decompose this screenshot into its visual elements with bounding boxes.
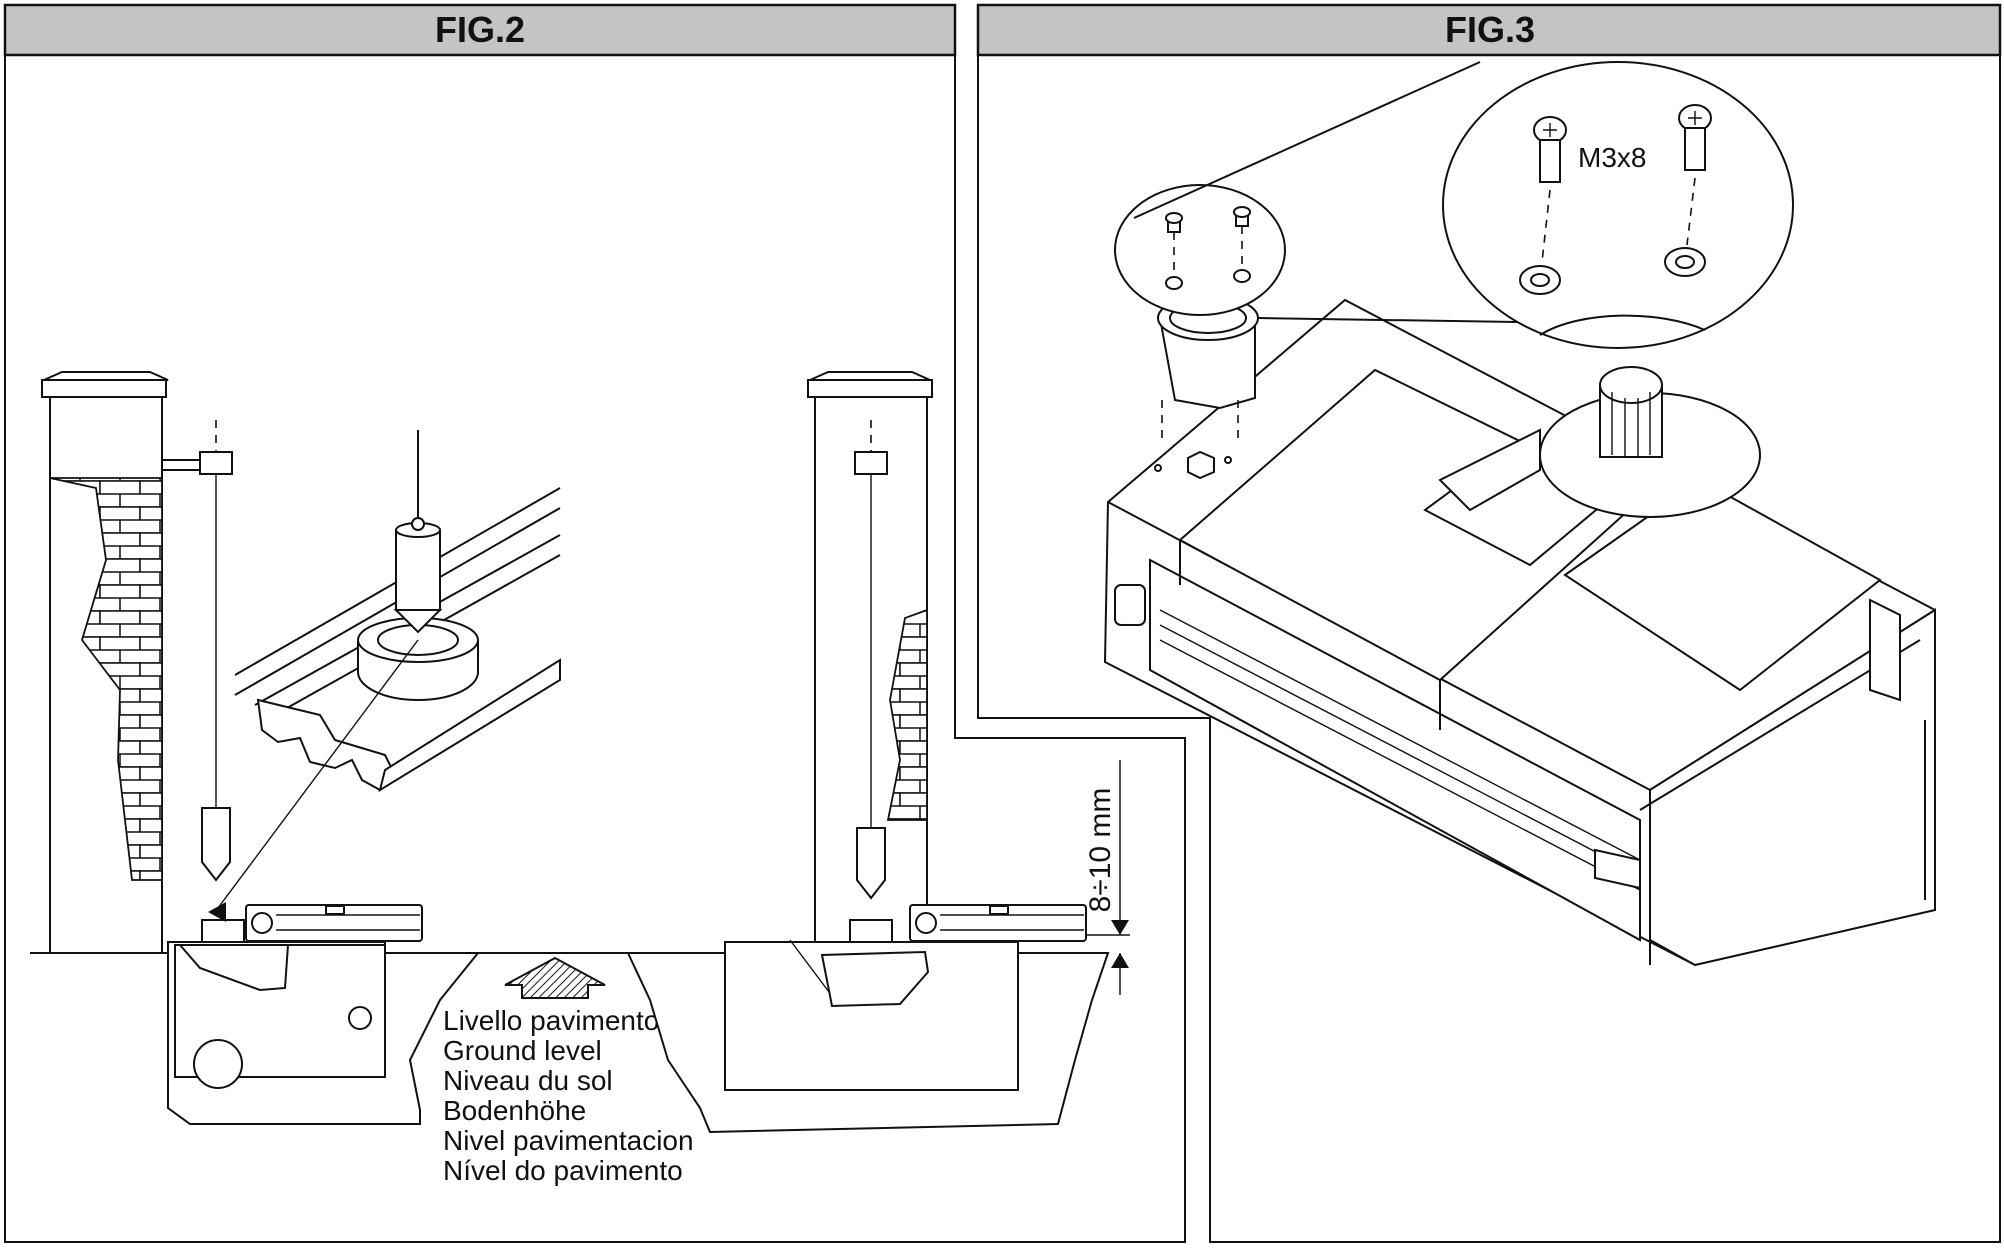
- brick-wall-texture: [49, 477, 163, 881]
- ground-label-it: Livello pavimento: [443, 1005, 659, 1036]
- ground-label-de: Bodenhöhe: [443, 1095, 586, 1126]
- plumb-bob-left: [201, 807, 231, 882]
- dimension-annotation: 8÷10 mm: [1084, 760, 1130, 995]
- right-foundation-box: [626, 904, 1110, 1134]
- screw-left: [1519, 116, 1567, 295]
- fig2-panel: FIG.2: [3, 3, 1186, 1243]
- fig2-header-bar: [3, 3, 957, 57]
- fig3-header-bar: [976, 3, 2002, 57]
- fig3-title: FIG.3: [1445, 9, 1535, 50]
- gate-leaf-detail: [214, 430, 561, 913]
- output-shaft-knob: [1539, 366, 1761, 518]
- left-foundation-box: [167, 902, 481, 1125]
- magnified-detail-circle: M3x8: [1442, 61, 1794, 349]
- small-detail-circle: [1114, 184, 1286, 316]
- ground-label-pt: Nível do pavimento: [443, 1155, 683, 1186]
- fig2-title: FIG.2: [435, 9, 525, 50]
- screw-size-label: M3x8: [1578, 142, 1646, 173]
- ground-level-arrow: [504, 956, 606, 999]
- dimension-label: 8÷10 mm: [1084, 788, 1117, 913]
- left-gate-pillar: [41, 371, 233, 954]
- plumb-bob-large: [395, 529, 441, 611]
- ground-level-labels: Livello pavimento Ground level Niveau du…: [443, 1005, 694, 1186]
- screw-right: [1664, 104, 1712, 277]
- fig3-panel: FIG.3: [976, 3, 2002, 1243]
- brick-wall-texture-right: [886, 608, 928, 821]
- ground-label-en: Ground level: [443, 1035, 602, 1066]
- right-gate-pillar: [807, 371, 933, 954]
- ground-label-es: Nivel pavimentacion: [443, 1125, 694, 1156]
- ground-label-fr: Niveau du sol: [443, 1065, 613, 1096]
- gate-operator-body: [1103, 298, 1936, 967]
- plumb-bob-right: [856, 827, 886, 900]
